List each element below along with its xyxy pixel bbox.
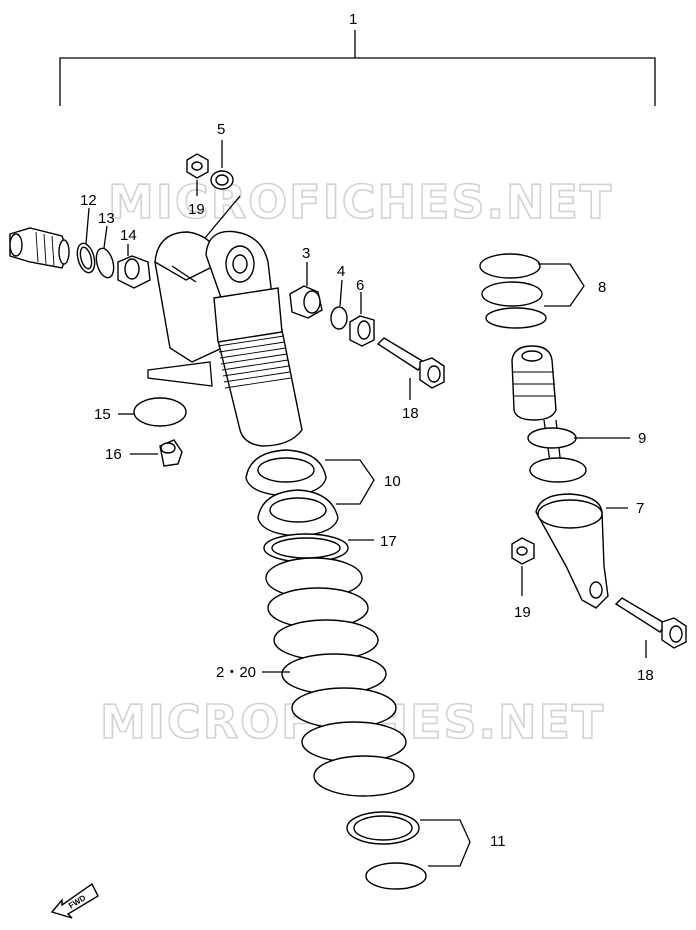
lock-ring-10-lower [257,489,339,537]
leader-12 [85,207,90,245]
callout-4[interactable]: 4 [337,263,345,280]
o-ring-4 [330,306,348,330]
callout-9[interactable]: 9 [638,430,646,447]
cap-16 [159,439,183,467]
callout-12[interactable]: 12 [80,192,97,209]
bushing-3 [289,285,323,319]
callout-15[interactable]: 15 [94,406,111,423]
nut-19-top [186,153,209,179]
callout-1[interactable]: 1 [349,11,357,28]
callout-16[interactable]: 16 [105,446,122,463]
plate-11 [365,862,427,890]
callout-7[interactable]: 7 [636,500,644,517]
bump-rubber-8 [479,253,547,329]
callout-17[interactable]: 17 [380,533,397,550]
callout-8[interactable]: 8 [598,279,606,296]
bolt-18-lower [614,597,687,649]
callout-3[interactable]: 3 [302,245,310,262]
nut-19-lower [511,537,535,565]
callout-19-top[interactable]: 19 [188,201,205,218]
collar-6 [349,315,375,347]
washer-5 [210,170,234,190]
oring-15 [133,397,187,427]
callout-2-20[interactable]: 2・20 [216,664,256,681]
fwd-arrow-icon: FWD [50,882,99,919]
callout-19-lower[interactable]: 19 [514,604,531,621]
body-threads [217,335,292,389]
callout-18-lower[interactable]: 18 [637,667,654,684]
bolt-18-top [376,337,445,389]
shock-body [205,230,303,447]
spring-seat-17 [263,533,349,563]
callout-11[interactable]: 11 [490,833,506,850]
leader-10 [325,459,375,505]
leader-8 [538,263,585,307]
callout-13[interactable]: 13 [98,210,115,227]
lower-clevis-7 [529,457,609,609]
collar-14 [117,255,151,289]
hose-indicator [147,361,213,387]
callout-5[interactable]: 5 [217,121,225,138]
assembly-bracket [59,30,656,106]
callout-6[interactable]: 6 [356,277,364,294]
leader-4 [339,279,343,307]
callout-14[interactable]: 14 [120,227,137,244]
leader-5-body [204,195,241,239]
shock-reservoir [154,231,223,363]
leader-13 [103,225,108,249]
o-ring-13 [95,247,115,279]
lock-ring-10-upper [245,449,327,497]
callout-10[interactable]: 10 [384,473,401,490]
coil-spring [265,557,415,797]
o-ring-12 [76,242,96,274]
damper-rod-9 [511,345,577,477]
leader-11 [420,819,471,867]
watermark-top: MICROFICHES.NET [108,175,613,229]
reservoir-adjuster-part [9,227,70,269]
spring-seat-11 [346,811,420,845]
callout-18-top[interactable]: 18 [402,405,419,422]
